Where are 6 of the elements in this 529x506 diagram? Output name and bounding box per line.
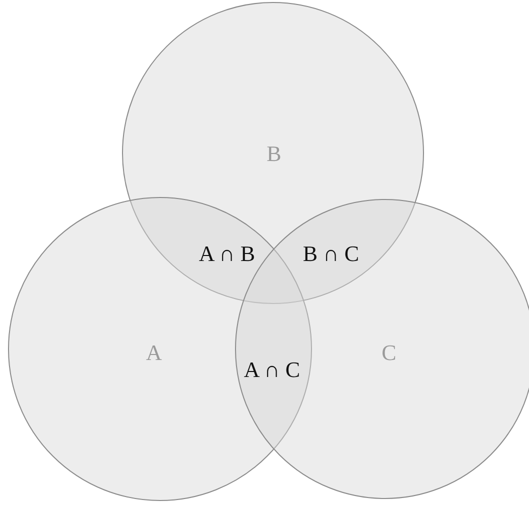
set-label: C [382,342,396,364]
intersection-label: B ∩ C [302,243,360,265]
set-label: A [146,342,162,364]
intersection-label: A ∩ C [244,359,300,381]
set-label: B [266,143,282,165]
intersection-label: A ∩ B [198,243,256,265]
